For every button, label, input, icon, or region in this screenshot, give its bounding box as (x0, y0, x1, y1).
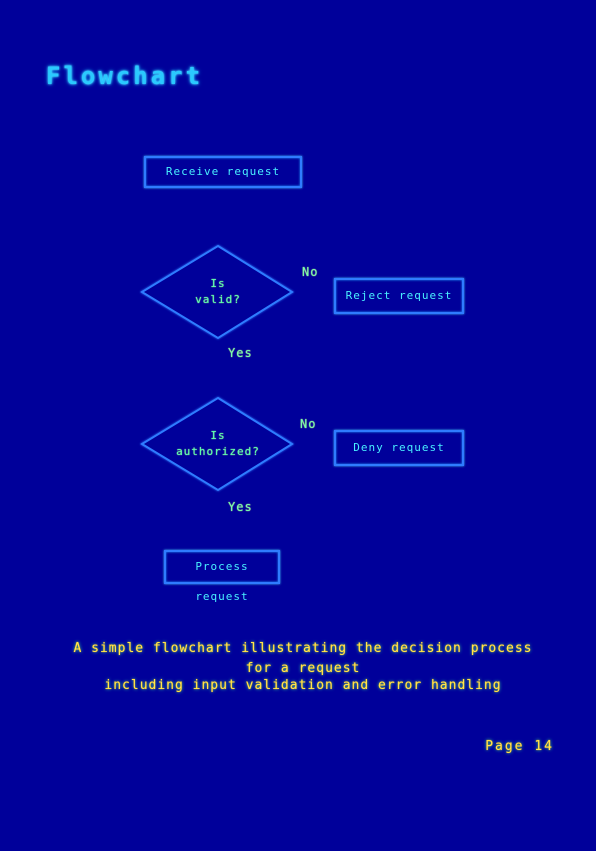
page-number: Page 14 (485, 739, 554, 754)
decision-2-yes-label: Yes (228, 500, 253, 514)
reject-node: Reject request (334, 278, 464, 314)
decision-1-yes-label: Yes (228, 346, 253, 360)
decision-1-label-line-1: Is (210, 277, 226, 290)
page-title: Flowchart (46, 62, 204, 90)
end-node: Process request (164, 550, 280, 603)
decision-2-label-line-2: authorized? (176, 445, 260, 458)
decision-1-diamond (140, 244, 294, 340)
decision-1-no-label: No (302, 265, 319, 279)
decision-2-label-line-1: Is (210, 429, 226, 442)
decision-1-label: Is valid? (172, 276, 264, 308)
start-node: Receive request (144, 156, 302, 188)
decision-2-no-label: No (300, 417, 317, 431)
decision-2-diamond (140, 396, 294, 492)
deny-node: Deny request (334, 430, 464, 466)
caption-line-2: including input validation and error han… (104, 678, 502, 693)
caption-line-1: A simple flowchart illustrating the deci… (73, 641, 533, 676)
decision-2-label: Is authorized? (172, 428, 264, 460)
decision-1-label-line-2: valid? (195, 293, 241, 306)
